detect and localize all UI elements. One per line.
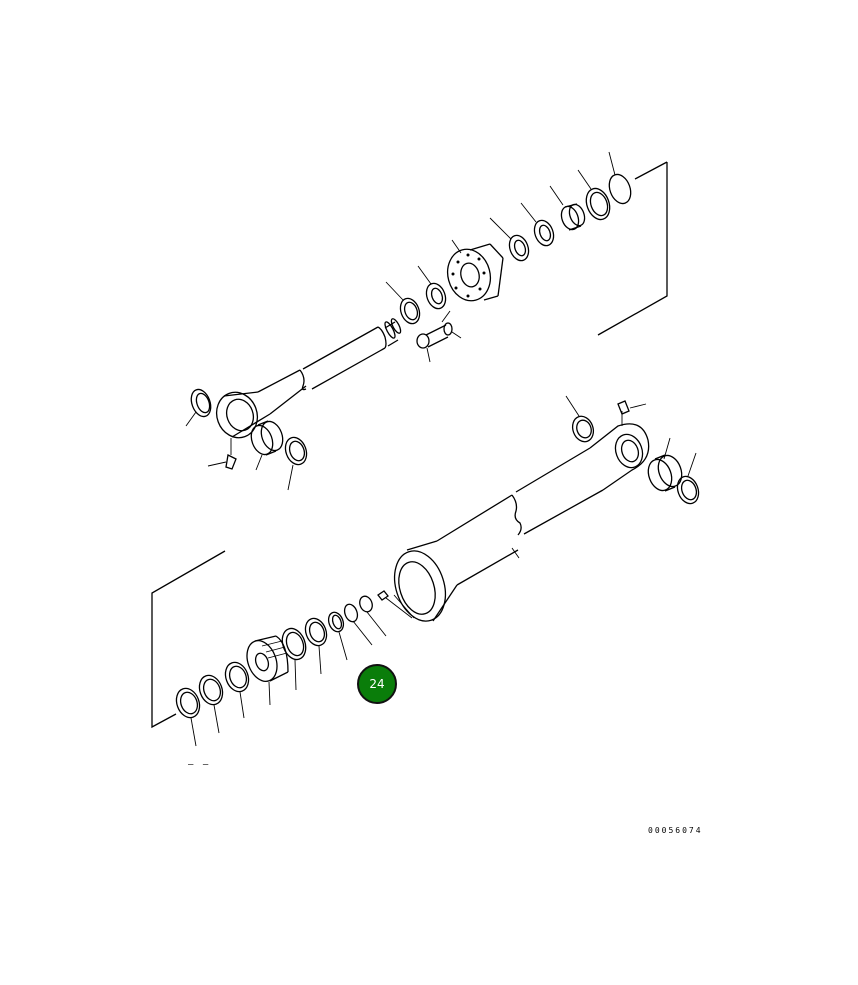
- lower-assembly-frame: [151, 550, 226, 729]
- piston-seal: [281, 627, 307, 691]
- callout-24-badge[interactable]: 24: [357, 664, 397, 704]
- bolt: [416, 324, 449, 363]
- piston-nut-ring: [359, 595, 387, 637]
- head-seal: [489, 217, 530, 262]
- rod-eye-bushing: [250, 420, 284, 471]
- dash-mark: – –: [188, 760, 211, 770]
- clevis-bushing: [647, 437, 683, 492]
- rod-eye-seal: [284, 436, 308, 491]
- upper-assembly-frame: [597, 161, 668, 336]
- drawing-code: 00056074: [648, 826, 703, 835]
- o-ring-small: [343, 603, 373, 646]
- tube-mouth: [393, 540, 458, 622]
- piston-rod: [257, 318, 402, 415]
- rod-seal-ring: [385, 281, 421, 325]
- head-backup-ring: [577, 169, 611, 221]
- wear-ring: [304, 617, 328, 675]
- backup-ring-small: [327, 611, 348, 661]
- head-o-ring: [608, 151, 632, 205]
- head-collar: [549, 185, 586, 231]
- piston-ring-b: [198, 674, 224, 734]
- grease-fitting-upper: [617, 400, 647, 426]
- washer: [443, 322, 462, 339]
- head-bushing: [520, 202, 555, 247]
- clevis-dust-seal: [565, 395, 595, 443]
- cylinder-head: [441, 239, 504, 323]
- clevis-seal: [676, 452, 700, 505]
- rod-eye: [215, 391, 271, 439]
- piston: [246, 635, 289, 706]
- piston-ring-a: [224, 661, 250, 719]
- set-screw: [377, 590, 413, 619]
- piston-ring-c: [175, 687, 201, 747]
- cylinder-tube: [436, 447, 604, 586]
- rod-eye-dust-seal: [185, 388, 212, 427]
- bottom-clevis: [589, 423, 650, 491]
- grease-fitting-lower: [207, 438, 237, 470]
- buffer-ring: [417, 265, 447, 310]
